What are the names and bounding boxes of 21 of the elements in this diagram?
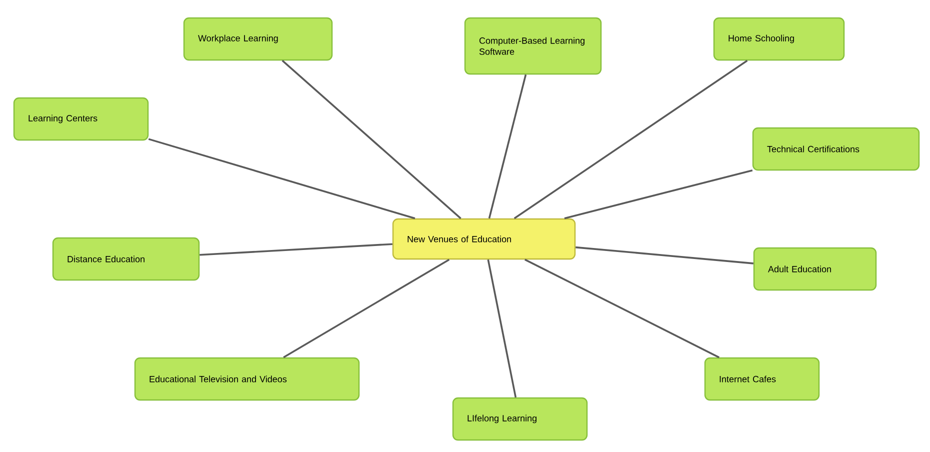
subtopic-box: Home Schooling bbox=[713, 17, 845, 61]
subtopic-box: Learning Centers bbox=[13, 97, 149, 141]
topic-box: New Venues of Education bbox=[392, 218, 576, 260]
connector-line bbox=[564, 169, 753, 220]
connector-line bbox=[576, 246, 754, 264]
connector-line bbox=[488, 74, 527, 219]
connector-line bbox=[282, 60, 462, 220]
subtopic-box: Technical Certifications bbox=[752, 127, 920, 171]
connector-line bbox=[200, 243, 392, 256]
subtopic-box: Educational Television and Videos bbox=[134, 357, 360, 401]
subtopic-box: Internet Cafes bbox=[704, 357, 820, 401]
connector-line bbox=[487, 259, 517, 398]
subtopic-box: Workplace Learning bbox=[183, 17, 333, 61]
connector-line bbox=[148, 138, 416, 220]
connector-line bbox=[283, 258, 450, 358]
subtopic-box: Adult Education bbox=[753, 247, 877, 291]
subtopic-box: Distance Education bbox=[52, 237, 200, 281]
connector-line bbox=[524, 258, 720, 358]
subtopic-box: LIfelong Learning bbox=[452, 397, 588, 441]
subtopic-box: Computer-Based Learning Software bbox=[464, 17, 602, 75]
connector-line bbox=[514, 60, 748, 220]
